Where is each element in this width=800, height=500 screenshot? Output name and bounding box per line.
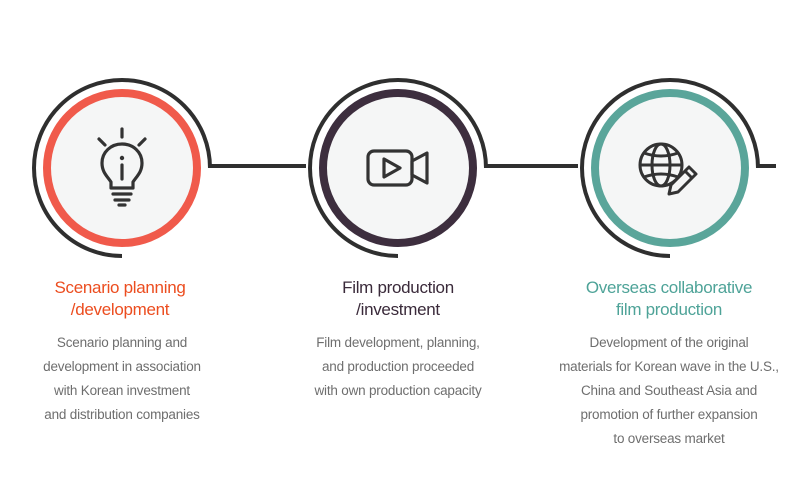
connector-tail: [758, 164, 776, 168]
video-camera-icon: [366, 149, 429, 187]
step-3-circle: [575, 73, 765, 263]
step-1-title: Scenario planning /development: [0, 277, 240, 321]
step-3-accent-ring: [591, 89, 749, 247]
step-3-desc-line-2: materials for Korean wave in the U.S.,: [559, 359, 779, 374]
step-2-circle: [303, 73, 493, 263]
step-2-desc-line-1: Film development, planning,: [316, 335, 480, 350]
step-1-desc-line-2: development in association: [43, 359, 201, 374]
globe-edit-icon: [638, 142, 698, 196]
step-2-title: Film production /investment: [278, 277, 518, 321]
step-3-title: Overseas collaborative film production: [549, 277, 789, 321]
step-1-desc-line-4: and distribution companies: [44, 407, 200, 422]
step-2-title-line-2: /investment: [356, 300, 440, 319]
step-3-desc-line-3: China and Southeast Asia and: [580, 383, 758, 398]
step-3-desc-line-4: promotion of further expansion: [580, 407, 758, 422]
step-3-description: Development of the original materials fo…: [544, 331, 794, 451]
step-3-title-line-2: film production: [615, 300, 723, 319]
step-1-desc-line-1: Scenario planning and: [56, 335, 188, 350]
step-2-outer-ring: [308, 78, 488, 258]
step-2-desc-line-2: and production proceeded: [321, 359, 475, 374]
step-2-title-line-1: Film production: [342, 278, 454, 297]
connector-line-1: [210, 164, 306, 168]
step-1-desc-line-3: with Korean investment: [54, 383, 190, 398]
step-3-title-line-1: Overseas collaborative: [585, 278, 753, 297]
step-2-description: Film development, planning, and producti…: [273, 331, 523, 403]
connector-line-2: [486, 164, 578, 168]
step-2-accent-ring: [319, 89, 477, 247]
step-3-outer-ring: [580, 78, 760, 258]
step-1-accent-ring: [43, 89, 201, 247]
step-3-desc-line-5: to overseas market: [613, 431, 725, 446]
step-2-desc-line-3: with own production capacity: [314, 383, 482, 398]
step-1-title-line-2: /development: [70, 300, 170, 319]
step-3-desc-line-1: Development of the original: [589, 335, 749, 350]
step-1-title-line-1: Scenario planning: [54, 278, 186, 297]
step-1-circle: [27, 73, 217, 263]
step-1-outer-ring: [32, 78, 212, 258]
step-1-description: Scenario planning and development in ass…: [0, 331, 247, 427]
lightbulb-icon: [97, 127, 147, 207]
